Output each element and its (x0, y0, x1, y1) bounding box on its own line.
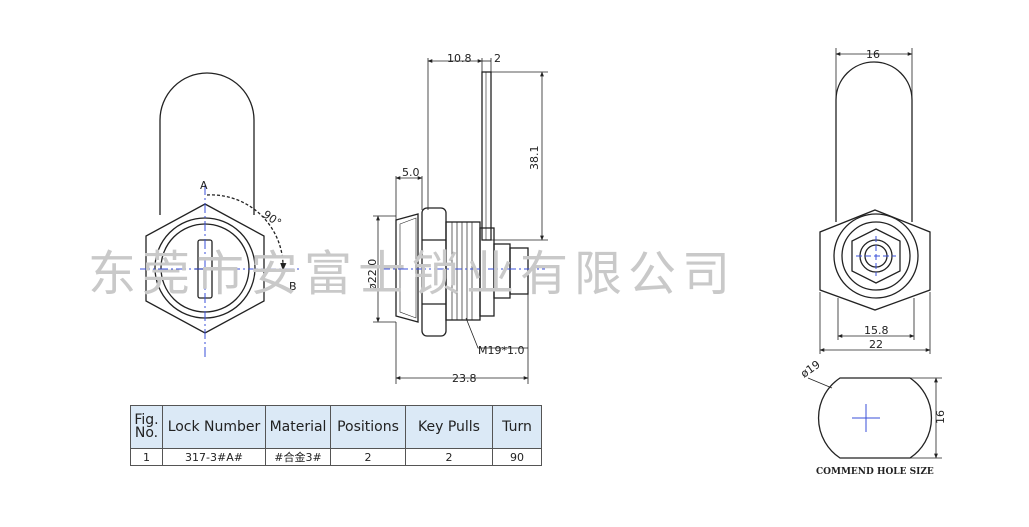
side-dimensions (373, 58, 548, 384)
hole-centerlines (852, 404, 880, 432)
dim-dia-22: ø22.0 (366, 259, 379, 290)
angle-label: 90° (260, 208, 283, 230)
right-dimensions (819, 48, 931, 354)
cell-positions: 2 (330, 448, 406, 466)
cell-lock-number: 317-3#A# (162, 448, 266, 466)
header-turn: Turn (492, 405, 542, 449)
label-b: B (289, 280, 297, 293)
dim-16: 16 (866, 48, 880, 61)
dim-5-0: 5.0 (402, 166, 420, 179)
hole-caption: COMMEND HOLE SIZE (816, 467, 934, 477)
label-a: A (200, 179, 208, 192)
dim-hole-16: 16 (934, 410, 947, 424)
dim-10-8: 10.8 (447, 52, 472, 65)
header-fig-no: Fig. No. (130, 405, 163, 449)
front-centerlines (140, 185, 300, 358)
cell-turn: 90 (492, 448, 542, 466)
dim-15-8: 15.8 (864, 324, 889, 337)
cell-material: #合金3# (265, 448, 331, 466)
hole-dimensions (807, 377, 942, 459)
dim-2: 2 (494, 52, 501, 65)
dim-dia-19: ø19 (798, 358, 822, 381)
header-key-pulls: Key Pulls (405, 405, 493, 449)
cell-fig-no: 1 (130, 448, 163, 466)
dim-23-8: 23.8 (452, 372, 477, 385)
spec-table: Fig. No. Lock Number Material Positions … (130, 405, 542, 466)
watermark: 东莞市安富士锁业有限公司 (88, 246, 736, 302)
right-centerlines (856, 236, 896, 276)
side-view (395, 71, 529, 337)
dim-22: 22 (869, 338, 883, 351)
dim-38-1: 38.1 (528, 146, 541, 171)
table-row: 1 317-3#A# #合金3# 2 2 90 (130, 448, 542, 466)
header-lock-number: Lock Number (162, 405, 266, 449)
cell-key-pulls: 2 (405, 448, 493, 466)
header-positions: Positions (330, 405, 406, 449)
header-material: Material (265, 405, 331, 449)
table-header-row: Fig. No. Lock Number Material Positions … (130, 405, 542, 449)
dim-thread: M19*1.0 (478, 344, 524, 357)
right-view (819, 61, 931, 311)
